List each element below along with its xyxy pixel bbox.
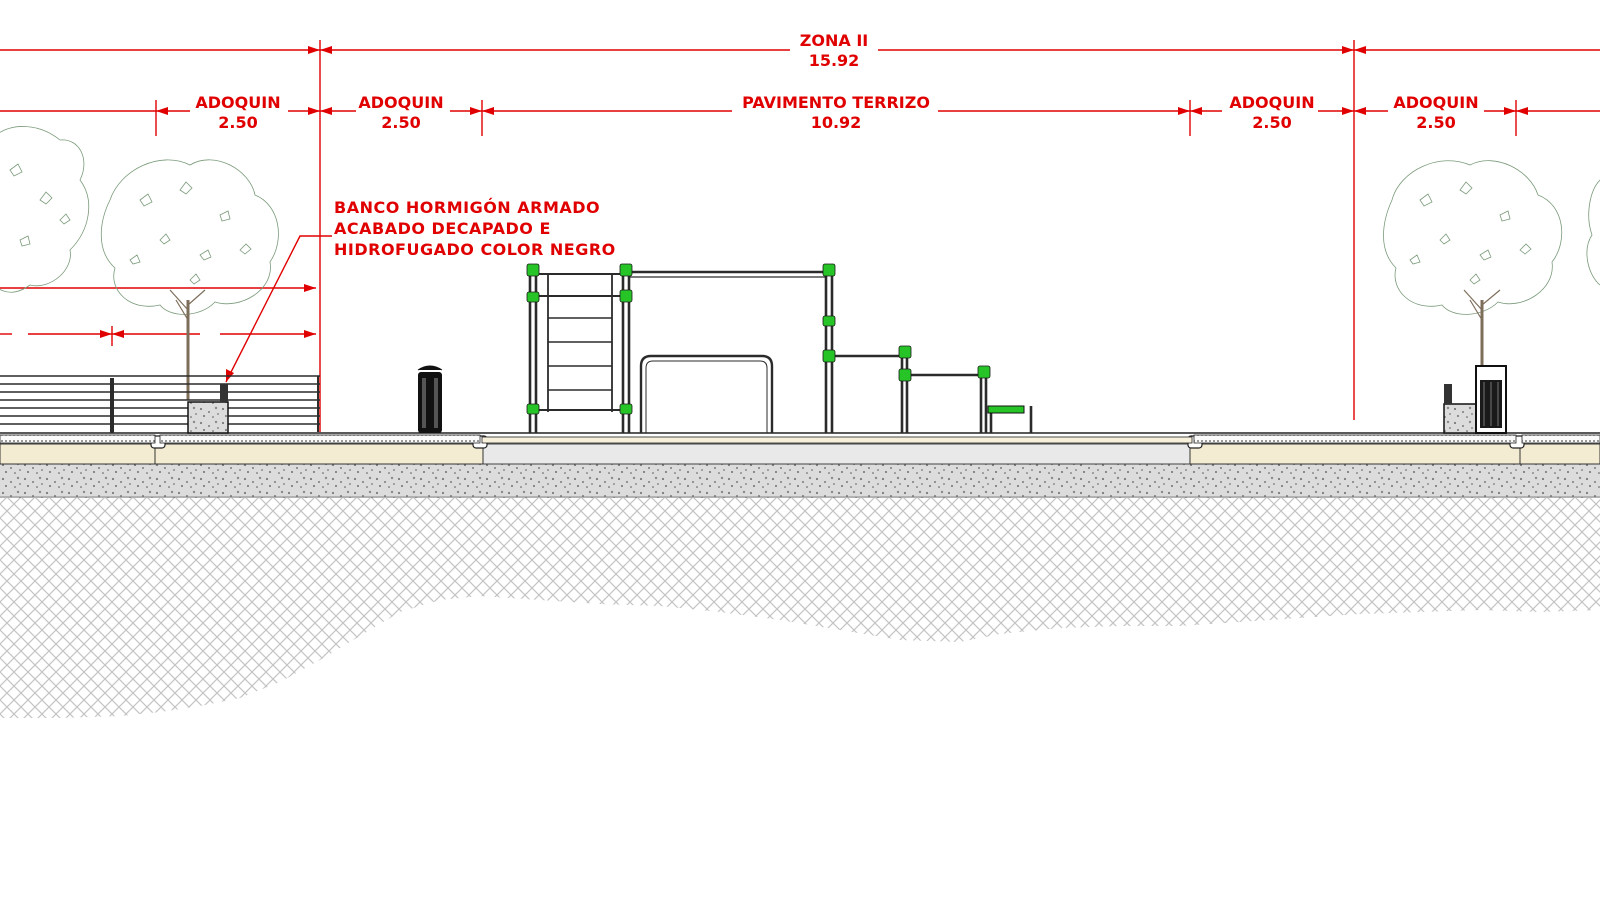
segment-value-4: 2.50 — [1252, 113, 1291, 132]
dimension-lines — [0, 40, 1600, 432]
paver-surface-mid-right — [1193, 434, 1517, 444]
zona-value: 15.92 — [809, 51, 860, 70]
segment-value-2: 2.50 — [381, 113, 420, 132]
workout-low-step — [987, 405, 1025, 414]
paver-bed-right — [1189, 443, 1521, 465]
equipment-joints — [526, 263, 991, 415]
segment-value-3: 10.92 — [811, 113, 862, 132]
bench-slatted-left — [0, 375, 320, 433]
tree-right — [1383, 160, 1563, 366]
dimension-arrows — [100, 46, 1528, 382]
segment-value-1: 2.50 — [218, 113, 257, 132]
segment-value-5: 2.50 — [1416, 113, 1455, 132]
terrizo-surface — [481, 436, 1193, 444]
tree-right-far — [1586, 179, 1600, 286]
concrete-bench-left — [187, 384, 229, 434]
subsoil-hatch — [0, 496, 1600, 718]
segment-label-3: PAVIMENTO TERRIZO — [742, 93, 930, 112]
bench-note-line-2: ACABADO DECAPADO E — [334, 219, 551, 238]
segment-label-1: ADOQUIN — [195, 93, 280, 112]
segment-label-2: ADOQUIN — [358, 93, 443, 112]
workout-station — [528, 268, 1033, 433]
bench-note-line-3: HIDROFUGADO COLOR NEGRO — [334, 240, 616, 259]
tree-left-far — [0, 126, 90, 293]
paver-surface-mid-left — [159, 434, 481, 444]
gravel-base-layer — [0, 464, 1600, 498]
paver-bed-left — [154, 443, 484, 465]
tree-left — [100, 159, 279, 400]
paver-surface-left — [0, 434, 156, 444]
paver-surface-right — [1521, 434, 1600, 444]
segment-label-5: ADOQUIN — [1393, 93, 1478, 112]
zona-label: ZONA II — [800, 31, 868, 50]
bench-note-line-1: BANCO HORMIGÓN ARMADO — [334, 198, 600, 217]
segment-label-4: ADOQUIN — [1229, 93, 1314, 112]
litter-bin-center — [417, 365, 443, 433]
litter-bin-right — [1475, 365, 1507, 434]
